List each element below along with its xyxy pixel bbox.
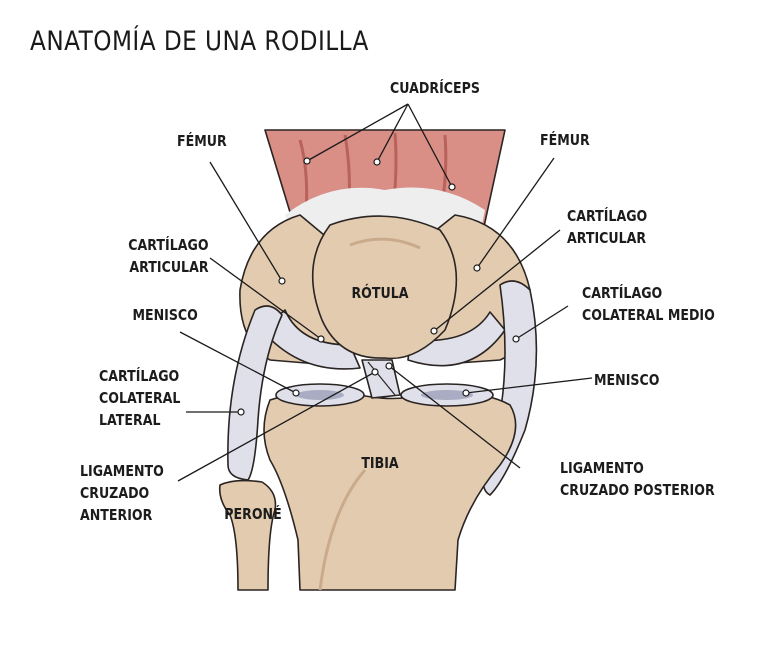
label-cartilago-articular-left: CARTÍLAGO ARTICULAR <box>128 236 209 276</box>
articular-cartilage-right <box>407 311 506 367</box>
leader-dots <box>237 157 520 416</box>
cruciate-ligaments <box>361 359 401 399</box>
label-cartilago-colateral-lateral: CARTÍLAGO COLATERAL LATERAL <box>99 367 181 429</box>
label-tibia: TIBIA <box>361 454 399 472</box>
fibula-shape <box>218 479 277 591</box>
label-rotula: RÓTULA <box>351 284 409 302</box>
label-cuadriceps: CUADRÍCEPS <box>390 79 480 97</box>
lateral-collateral-ligament <box>227 305 283 481</box>
label-femur-right: FÉMUR <box>540 131 590 149</box>
page-title: ANATOMÍA DE UNA RODILLA <box>30 26 369 57</box>
label-menisco-right: MENISCO <box>594 371 660 389</box>
label-ligamento-cruzado-anterior: LIGAMENTO CRUZADO ANTERIOR <box>80 462 164 524</box>
leader-lines <box>177 103 593 482</box>
label-ligamento-cruzado-posterior: LIGAMENTO CRUZADO POSTERIOR <box>560 459 715 499</box>
tibia-shape <box>263 392 517 591</box>
label-perone: PERONÉ <box>224 505 282 523</box>
label-cartilago-colateral-medio: CARTÍLAGO COLATERAL MEDIO <box>582 284 715 324</box>
articular-cartilage-left <box>261 309 361 370</box>
label-femur-left: FÉMUR <box>177 132 227 150</box>
patella-shape <box>311 215 458 360</box>
label-menisco-left: MENISCO <box>132 306 198 324</box>
label-cartilago-articular-right: CARTÍLAGO ARTICULAR <box>567 207 648 247</box>
